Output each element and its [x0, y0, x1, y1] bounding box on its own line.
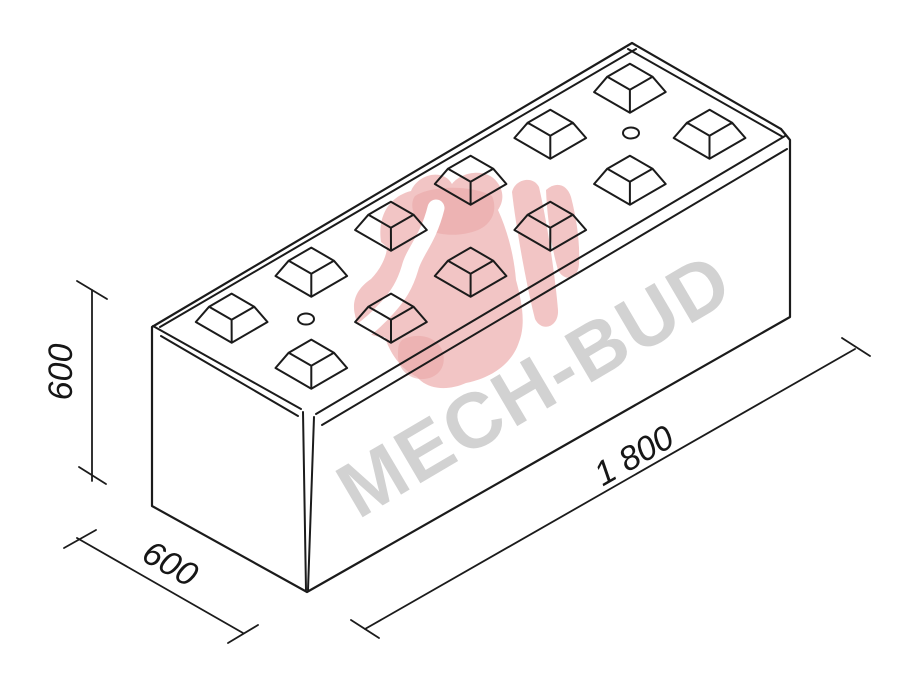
chamfer-end-face: [160, 335, 299, 417]
stud: [194, 292, 269, 344]
dimension-tick: [78, 466, 107, 485]
chamfer-top-back-left: [159, 48, 637, 328]
dimension-height: 600: [42, 280, 108, 485]
chamfer-top-right: [627, 48, 784, 138]
dimension-tick: [76, 280, 108, 300]
stud: [354, 292, 428, 344]
logo-accent-bottom: [398, 335, 444, 380]
stud: [593, 154, 667, 206]
edge-top-front: [315, 135, 786, 415]
stud: [513, 200, 588, 252]
logo-claw-wedge: [546, 184, 580, 278]
stud: [274, 246, 349, 298]
dimension-label-height: 600: [42, 344, 80, 401]
stud: [354, 200, 428, 252]
lift-anchor-circle: [622, 126, 640, 140]
dimension-line: [364, 348, 856, 630]
dimension-tick: [350, 619, 380, 639]
dimension-depth: 600: [63, 529, 259, 644]
edge-top-left: [152, 325, 302, 410]
lift-anchor-circle: [297, 312, 315, 326]
block: [150, 41, 792, 594]
dimension-tick: [63, 529, 97, 549]
stud: [433, 154, 508, 206]
watermark-logo: [350, 172, 580, 389]
stud: [274, 338, 349, 390]
chamfer-corner-vertical-b: [307, 416, 315, 591]
dimension-label-length: 1 800: [588, 418, 681, 493]
dimension-tick: [227, 624, 259, 644]
stud: [433, 246, 508, 298]
dimension-line: [76, 537, 244, 634]
block-outline: [150, 41, 792, 594]
chamfer-corner-vertical-a: [302, 411, 307, 591]
dimension-label-depth: 600: [136, 533, 204, 594]
logo-squiggle: [350, 199, 445, 342]
chamfer-front-face: [321, 148, 788, 426]
block-edges: [152, 48, 788, 591]
stud: [513, 108, 588, 160]
dimension-tick: [841, 337, 871, 357]
logo-claw-stroke: [512, 179, 559, 327]
studs: [194, 62, 747, 390]
stud: [593, 62, 667, 114]
stud: [672, 108, 747, 160]
